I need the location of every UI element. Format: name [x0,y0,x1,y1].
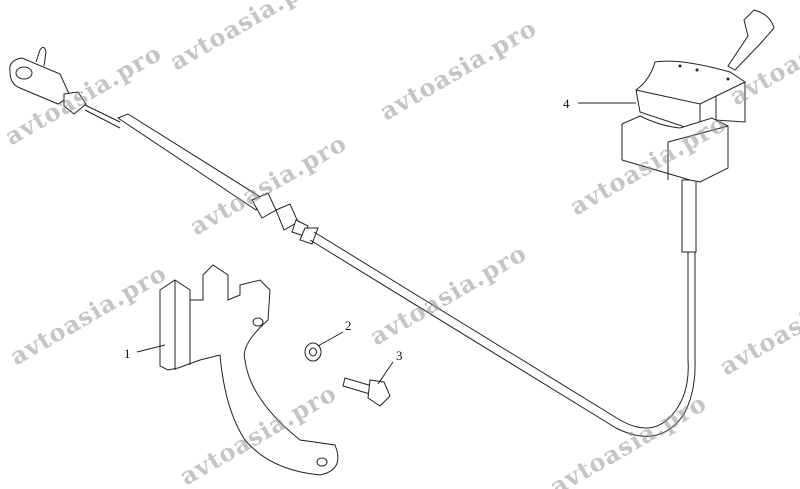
leader-lines [136,102,636,385]
bolt-part-3 [342,377,391,407]
bracket-part-1 [159,264,339,476]
cable-clevis [9,46,87,115]
callout-3: 3 [396,348,403,363]
shift-unit-part-4 [621,9,775,183]
callout-4: 4 [563,96,570,111]
callout-2: 2 [345,318,352,333]
washer-part-2 [304,342,322,362]
control-cable [84,104,697,437]
callout-1: 1 [124,346,131,361]
